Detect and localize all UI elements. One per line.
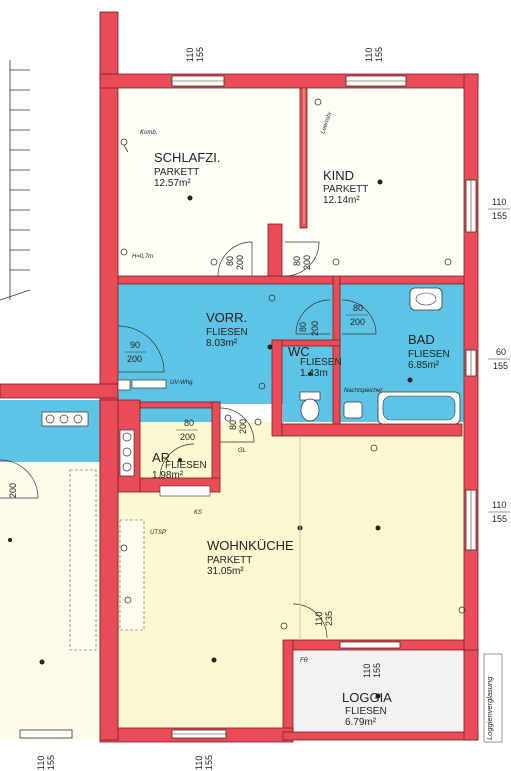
- room-area: 31.05m²: [207, 566, 244, 577]
- dim-door-bad-h: 200: [350, 317, 365, 327]
- dim-door-vorr-w: 90: [130, 340, 140, 350]
- room-area: 1.98m²: [152, 470, 184, 481]
- dim-door-wohn-h: 200: [238, 419, 248, 434]
- dim-door-wc-w: 80: [298, 322, 308, 332]
- dim-wohn-door-h: 235: [324, 611, 334, 626]
- ks-label: KS: [194, 510, 202, 516]
- dim-bottom-mid-w: 110: [194, 756, 204, 770]
- dim-door-wc-h: 200: [310, 321, 320, 336]
- washbasin-bad: [409, 287, 443, 311]
- room-label-loggia: LOGGIA FLIESEN 6.79m²: [342, 690, 392, 728]
- window-loggia-door: [339, 641, 401, 649]
- room-area: 12.57m²: [154, 178, 191, 189]
- toilet-wc: [299, 391, 321, 422]
- dim-door-schlafzi-h: 200: [235, 255, 245, 270]
- dim-bottom-mid-h: 155: [204, 755, 214, 770]
- dim-top-right-w: 110: [364, 48, 374, 62]
- floor-loggia: [291, 650, 465, 732]
- dim-right-wohn-w: 110: [492, 500, 506, 510]
- window-dims: 110 155 110 155 110 155 60 155 110 155 1…: [36, 47, 510, 770]
- room-label-vorr: VORR. FLIESEN 8.03m²: [206, 310, 248, 349]
- fr-label: FR: [300, 658, 309, 664]
- room-name: KIND: [323, 168, 354, 183]
- dim-top-left-w: 110: [185, 48, 195, 62]
- room-floor: PARKETT: [154, 167, 199, 178]
- dim-right-kind-w: 110: [492, 197, 506, 207]
- dim-top-right-h: 155: [374, 47, 384, 62]
- floor-kind: [307, 88, 465, 276]
- dim-door-schlafzi-w: 80: [225, 256, 235, 266]
- floor-left-tile: [0, 400, 100, 462]
- door-swings: [0, 241, 377, 639]
- dim-top-left-h: 155: [195, 47, 205, 62]
- room-name: VORR.: [206, 310, 247, 325]
- room-label-wohnkueche: WOHNKÜCHE PARKETT 31.05m²: [207, 538, 294, 577]
- room-floor: FLIESEN: [300, 357, 342, 368]
- loggienverglasung-label: Loggienverglasung: [485, 676, 494, 740]
- h07-label: H=0,7m: [132, 254, 153, 260]
- dim-door-kind-h: 200: [302, 255, 312, 270]
- dim-loggia-door-h: 155: [372, 663, 382, 678]
- electrical-panel: [117, 379, 167, 391]
- gl-label: GL: [238, 448, 246, 454]
- room-label-ar: AR FLIESEN 1.98m²: [152, 450, 207, 481]
- dim-loggia-door-w: 110: [362, 664, 372, 678]
- room-label-wc: WC FLIESEN 1.43m: [288, 344, 342, 379]
- room-label-schlafzi: SCHLAFZI. PARKETT 12.57m²: [154, 150, 220, 189]
- uv-whg-label: UV-Whg.: [170, 380, 194, 386]
- room-floor: FLIESEN: [165, 460, 207, 471]
- kitchen-counter: [69, 469, 145, 651]
- room-floor: PARKETT: [323, 184, 368, 195]
- floor-wohn: [118, 422, 464, 644]
- washbasin-wc: [343, 401, 363, 419]
- dim-door-bad-w: 80: [353, 303, 363, 313]
- room-area: 6.85m²: [408, 360, 440, 371]
- room-name: SCHLAFZI.: [154, 150, 220, 165]
- utsp-label: UTSP: [150, 530, 166, 536]
- dim-door-ar-h: 200: [180, 432, 195, 442]
- door-dims: 80 200 80 200 80 200 80 200 90 200 80 20…: [8, 255, 368, 498]
- room-floor: FLIESEN: [408, 349, 450, 360]
- room-label-bad: BAD FLIESEN 6.85m²: [408, 332, 450, 371]
- room-name: LOGGIA: [342, 690, 392, 705]
- dim-door-vorr-h: 200: [127, 354, 142, 364]
- room-label-kind: KIND PARKETT 12.14m²: [323, 168, 368, 206]
- room-floor: PARKETT: [207, 555, 252, 566]
- dim-door-kind-w: 80: [292, 256, 302, 266]
- bathtub: [377, 391, 461, 425]
- room-floor: FLIESEN: [206, 327, 248, 338]
- dim-door-ar-w: 80: [184, 418, 194, 428]
- komb-label: Komb.: [140, 130, 157, 136]
- dim-right-kind-h: 155: [492, 211, 507, 221]
- dim-door-wohn-w: 80: [228, 420, 238, 430]
- dim-right-bad-h: 155: [493, 361, 508, 371]
- room-name: WC: [288, 344, 310, 359]
- shelf-ar: [159, 485, 211, 497]
- room-name: AR: [152, 450, 170, 465]
- dim-bottom-left-h: 155: [46, 755, 56, 770]
- dim-door-left-w: 200: [8, 483, 18, 498]
- stairs: [0, 60, 31, 301]
- dim-wohn-door-w: 110: [314, 612, 324, 626]
- room-area: 6.79m²: [345, 717, 377, 728]
- floor-wohn-lower: [118, 640, 283, 730]
- dim-right-bad-w: 60: [496, 347, 506, 357]
- walls: [0, 11, 479, 743]
- stove-left: [41, 411, 135, 477]
- room-area: 12.14m²: [323, 195, 360, 206]
- dim-bottom-left-w: 110: [36, 756, 46, 770]
- room-name: WOHNKÜCHE: [207, 538, 294, 553]
- electrical-symbols: [120, 98, 466, 630]
- nachtspeicher-label: Nachtspeicher: [344, 388, 383, 394]
- room-floor: FLIESEN: [345, 706, 387, 717]
- room-area: 8.03m²: [206, 338, 238, 349]
- room-area: 1.43m: [300, 368, 328, 379]
- dim-right-wohn-h: 155: [492, 514, 507, 524]
- room-name: BAD: [408, 332, 435, 347]
- window-bottom-left: [19, 729, 73, 739]
- floor-fills: [0, 88, 465, 740]
